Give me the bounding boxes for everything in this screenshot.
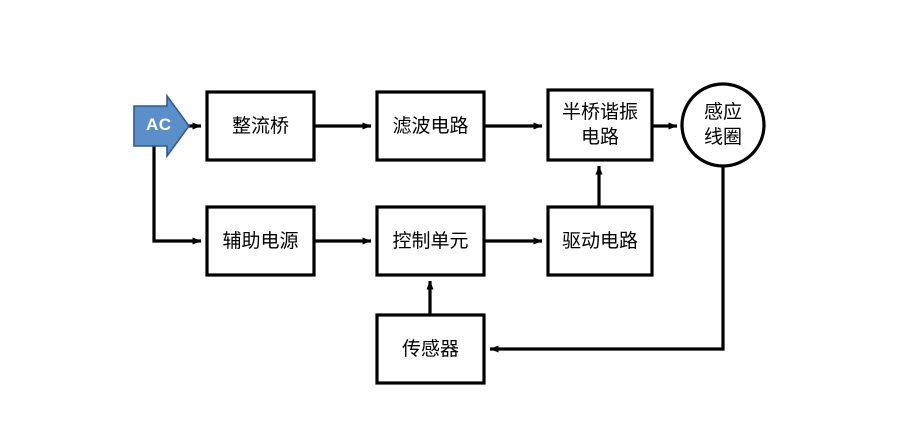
connector-coil-to-sensor [489, 166, 725, 353]
node-coil-circle [680, 82, 766, 168]
node-control-box [375, 205, 486, 277]
connector-ac-to-aux-power [152, 128, 202, 245]
node-rectifier-box [205, 90, 316, 162]
node-aux-power-box [205, 205, 316, 277]
ac-source-arrow [133, 93, 190, 159]
node-half-bridge-box [546, 88, 654, 162]
node-sensor-box [375, 313, 486, 385]
node-filter-box [375, 90, 486, 162]
node-shape-layer [205, 82, 766, 385]
connector-layer [152, 122, 725, 353]
ac-source-label: AC [146, 115, 172, 134]
node-driver-box [546, 205, 654, 277]
